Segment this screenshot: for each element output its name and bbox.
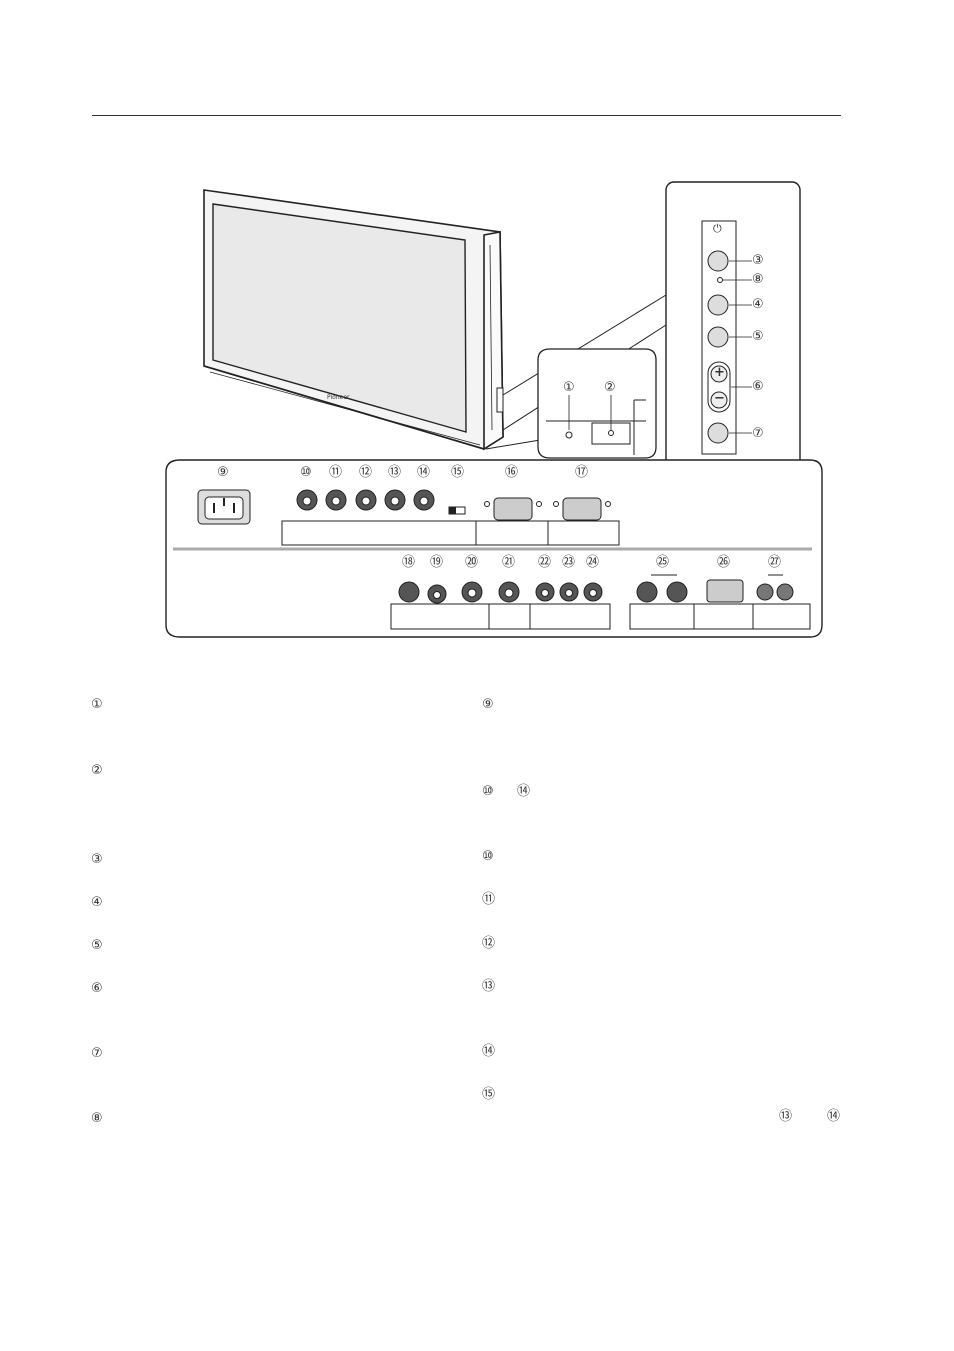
legend-left-item: ⑤ <box>91 938 103 953</box>
legend-right-item: ⑬ <box>482 979 496 994</box>
input-button[interactable] <box>707 294 729 316</box>
legend-right-item: ⑮ <box>482 1087 496 1102</box>
legend-left-item: ① <box>91 697 103 712</box>
legend-right-ref: ⑬ <box>779 1109 793 1124</box>
product-diagram: Pioneer <box>165 181 823 638</box>
callout-13: ⑬ <box>388 465 402 480</box>
callout-11: ⑪ <box>329 465 343 480</box>
callout-15: ⑮ <box>451 465 465 480</box>
callout-1: ① <box>563 380 575 395</box>
power-symbol-icon: ⏻ <box>713 222 722 235</box>
callout-10: ⑩ <box>300 465 312 480</box>
callout-26: ㉖ <box>717 555 731 570</box>
callout-21: ㉑ <box>502 555 516 570</box>
legend-left-item: ⑧ <box>91 1111 103 1126</box>
legend-right-item: ⑪ <box>482 892 496 907</box>
legend-right-item: ⑫ <box>482 936 496 951</box>
callout-7: ⑦ <box>752 426 764 441</box>
callout-3: ③ <box>752 253 764 268</box>
callout-27: ㉗ <box>768 555 782 570</box>
callout-8: ⑧ <box>752 272 764 287</box>
callout-9: ⑨ <box>217 465 229 480</box>
minus-icon: − <box>714 391 725 406</box>
callout-2: ② <box>604 380 616 395</box>
callout-19: ⑲ <box>430 555 444 570</box>
legend-right-item: ⑭ <box>517 784 531 799</box>
menu-button[interactable] <box>707 326 729 348</box>
legend-right-item: ⑭ <box>482 1044 496 1059</box>
control-panel-zoom <box>665 181 801 473</box>
legend-right-ref: ⑭ <box>827 1109 841 1124</box>
legend-left-item: ④ <box>91 895 103 910</box>
callout-6: ⑥ <box>752 379 764 394</box>
front-panel-zoom <box>537 348 657 459</box>
legend-left-item: ② <box>91 763 103 778</box>
callout-14: ⑭ <box>417 465 431 480</box>
plasma-display-illustration: Pioneer <box>203 189 504 451</box>
svg-text:Pioneer: Pioneer <box>327 394 350 401</box>
plus-icon: + <box>714 365 725 380</box>
callout-20: ⑳ <box>465 555 479 570</box>
callout-22: ㉒ <box>538 555 552 570</box>
callout-5: ⑤ <box>752 329 764 344</box>
callout-12: ⑫ <box>359 465 373 480</box>
set-button[interactable] <box>707 422 729 444</box>
callout-4: ④ <box>752 297 764 312</box>
legend-left-item: ⑦ <box>91 1046 103 1061</box>
callout-25: ㉕ <box>656 555 670 570</box>
standby-on-button[interactable] <box>707 250 729 272</box>
legend-right-item: ⑨ <box>482 697 494 712</box>
callout-23: ㉓ <box>562 555 576 570</box>
callout-18: ⑱ <box>402 555 416 570</box>
legend-left-item: ③ <box>91 852 103 867</box>
header-rule <box>92 115 841 116</box>
callout-17: ⑰ <box>575 465 589 480</box>
legend-left-item: ⑥ <box>91 981 103 996</box>
standby-indicator <box>717 277 723 283</box>
rear-connector-panel <box>165 459 823 638</box>
power-indicator-lens <box>565 431 573 439</box>
callout-16: ⑯ <box>505 465 519 480</box>
callout-24: ㉔ <box>586 555 600 570</box>
legend-right-item: ⑩ <box>482 784 494 799</box>
legend-right-item: ⑩ <box>482 849 494 864</box>
